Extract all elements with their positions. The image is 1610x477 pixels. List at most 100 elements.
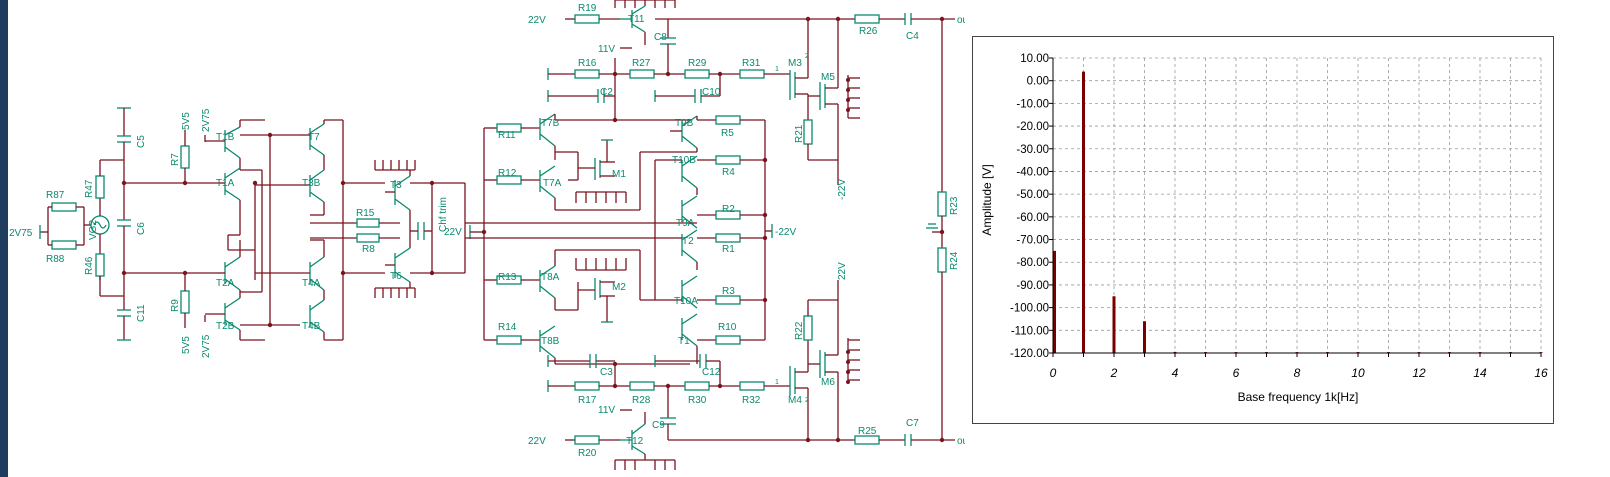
resistor-r24[interactable] [937, 247, 947, 273]
resistor-r9[interactable] [180, 290, 190, 314]
pin-2-top: 2 [805, 53, 809, 60]
net-2v75-left: 2V75 [9, 228, 33, 239]
label-t4a: T4A [302, 278, 321, 289]
label-t1b: T1B [216, 132, 235, 143]
cap-row-c2 [547, 74, 721, 103]
spectrum-bar [1143, 321, 1146, 353]
net-5v5-top: 5V5 [181, 112, 192, 130]
resistor-r22[interactable] [803, 315, 813, 341]
label-r32: R32 [742, 395, 761, 406]
label-c11: C11 [136, 304, 147, 322]
resistor-r19[interactable] [574, 14, 600, 24]
resistor-r16[interactable] [574, 69, 600, 79]
label-r29: R29 [688, 58, 707, 69]
bias-row-r16 [547, 58, 790, 120]
input-diff-pairs [205, 119, 385, 341]
net-minus-22v-right: -22V [775, 227, 796, 238]
resistor-r47[interactable] [95, 175, 105, 199]
label-c9: C9 [652, 420, 665, 431]
label-r5: R5 [721, 128, 734, 139]
label-r22: R22 [794, 321, 805, 340]
label-t3: T3 [390, 180, 402, 191]
x-axis-label: Base frequency 1k[Hz] [1238, 390, 1359, 404]
net-labels: 22V 11V out- 22V -22V -22V 22V 11V 22V o… [9, 15, 965, 447]
y-tick-labels: 10.000.00-10.00-20.00-30.00-40.00-50.00-… [1010, 53, 1049, 360]
top-output-stage [565, 0, 955, 58]
resistor-r4[interactable] [715, 155, 741, 165]
net-11v-top: 11V [598, 44, 615, 55]
label-c6: C6 [136, 222, 147, 235]
resistor-r27[interactable] [629, 69, 655, 79]
x-tick-label: 8 [1294, 366, 1301, 380]
y-tick-label: -50.00 [1016, 189, 1049, 201]
circuit-schematic[interactable]: R19 T11 C8 R26 C4 R16 R27 R29 R31 M3 M5 … [0, 0, 965, 477]
net-22v-mid: 22V [444, 227, 462, 238]
resistor-r25[interactable] [854, 435, 880, 445]
net-22v-bot: 22V [528, 436, 546, 447]
label-r88: R88 [46, 254, 65, 265]
label-c5: C5 [136, 135, 147, 148]
resistor-r26[interactable] [854, 14, 880, 24]
label-r10: R10 [718, 322, 737, 333]
y-tick-label: 10.00 [1020, 53, 1049, 65]
label-r7: R7 [170, 153, 181, 166]
resistor-r88[interactable] [51, 240, 77, 250]
resistor-r17[interactable] [574, 381, 600, 391]
label-r16: R16 [578, 58, 597, 69]
resistor-r21[interactable] [803, 119, 813, 145]
label-r28: R28 [632, 395, 651, 406]
net-2v75-bot: 2V75 [201, 334, 212, 358]
label-r1: R1 [722, 244, 735, 255]
resistor-r28[interactable] [629, 381, 655, 391]
spectrum-chart[interactable]: 10.000.00-10.00-20.00-30.00-40.00-50.00-… [973, 37, 1553, 423]
label-m6: M6 [821, 377, 835, 388]
resistor-r10[interactable] [715, 335, 741, 345]
label-t10a: T10A [674, 296, 698, 307]
net-22v-top: 22V [528, 15, 546, 26]
resistor-r46[interactable] [95, 253, 105, 277]
label-r87: R87 [46, 190, 65, 201]
label-m1: M1 [612, 169, 626, 180]
label-c4: C4 [906, 31, 919, 42]
resistor-r31[interactable] [739, 69, 765, 79]
label-t2b: T2B [216, 321, 235, 332]
pin-2-bot: 2 [805, 397, 809, 404]
label-r31: R31 [742, 58, 761, 69]
label-r21: R21 [794, 124, 805, 143]
resistor-r3[interactable] [715, 295, 741, 305]
resistor-r29[interactable] [684, 69, 710, 79]
net-5v5-bot: 5V5 [181, 336, 192, 354]
resistor-r32[interactable] [739, 381, 765, 391]
label-r15: R15 [356, 208, 375, 219]
plot-axes [1049, 57, 1542, 357]
resistor-r23[interactable] [937, 191, 947, 217]
resistor-r7[interactable] [180, 145, 190, 169]
net-minus-22v-vert: -22V [837, 179, 848, 200]
label-r17: R17 [578, 395, 597, 406]
label-t1: T1 [678, 336, 690, 347]
resistor-r20[interactable] [574, 435, 600, 445]
label-t8b: T8B [541, 336, 560, 347]
label-t2a: T2A [216, 278, 235, 289]
resistor-r14[interactable] [496, 335, 522, 345]
resistor-r8[interactable] [356, 233, 380, 243]
output-column [926, 19, 947, 440]
y-axis-label: Amplitude [V] [980, 164, 994, 235]
resistor-r5[interactable] [715, 115, 741, 125]
y-tick-label: -110.00 [1011, 325, 1049, 337]
y-tick-label: -10.00 [1016, 98, 1049, 110]
label-t8a: T8A [541, 272, 560, 283]
y-tick-label: -40.00 [1016, 166, 1049, 178]
resistor-r30[interactable] [684, 381, 710, 391]
label-r14: R14 [498, 322, 517, 333]
label-r26: R26 [859, 26, 878, 37]
label-t6: T6 [390, 271, 402, 282]
label-vg2: VG2 [88, 220, 99, 240]
resistor-r1[interactable] [715, 233, 741, 243]
mosfet-m3-m5 [789, 19, 860, 185]
resistor-r87[interactable] [51, 202, 77, 212]
net-22v-vert: 22V [837, 262, 848, 280]
label-t9a: T9A [676, 218, 695, 229]
resistor-r15[interactable] [356, 218, 380, 228]
